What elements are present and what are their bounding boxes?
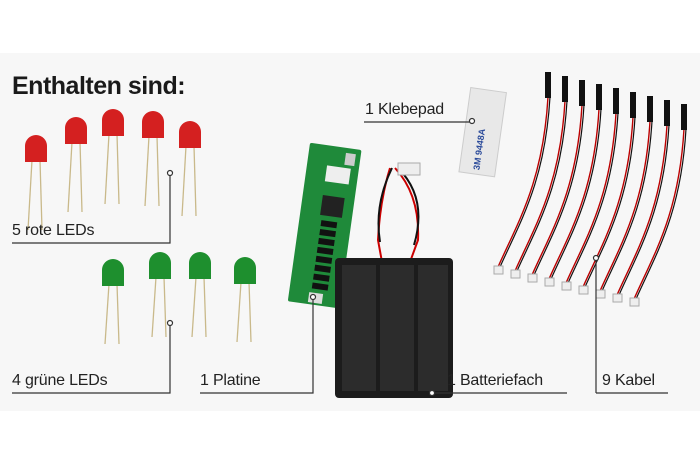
adhesive-pad-image: 3M 9448A xyxy=(458,87,507,178)
cable xyxy=(629,104,687,307)
led xyxy=(189,252,211,338)
label-red-leds: 5 rote LEDs xyxy=(12,222,95,239)
battery-holder-image xyxy=(335,162,453,398)
cable xyxy=(544,84,602,287)
led xyxy=(102,259,124,345)
led xyxy=(142,111,164,207)
cable xyxy=(578,92,636,295)
cables-image xyxy=(493,72,687,307)
led xyxy=(25,135,47,231)
label-battery-holder: 1 Batteriefach xyxy=(447,372,543,389)
cable xyxy=(527,80,585,283)
led xyxy=(65,117,87,213)
led xyxy=(149,252,171,338)
label-adhesive-pad: 1 Klebepad xyxy=(365,101,444,118)
cable xyxy=(595,96,653,299)
cable xyxy=(493,72,551,275)
red-leds-image xyxy=(25,109,201,231)
label-pcb: 1 Platine xyxy=(200,372,261,389)
label-cables: 9 Kabel xyxy=(602,372,655,389)
label-green-leds: 4 grüne LEDs xyxy=(12,372,108,389)
leader-lines xyxy=(12,117,668,397)
led xyxy=(234,257,256,343)
cable xyxy=(510,76,568,279)
cable xyxy=(561,88,619,291)
green-leds-image xyxy=(102,252,256,345)
led xyxy=(179,121,201,217)
page-title: Enthalten sind: xyxy=(12,72,186,100)
led xyxy=(102,109,124,205)
cable xyxy=(612,100,670,303)
